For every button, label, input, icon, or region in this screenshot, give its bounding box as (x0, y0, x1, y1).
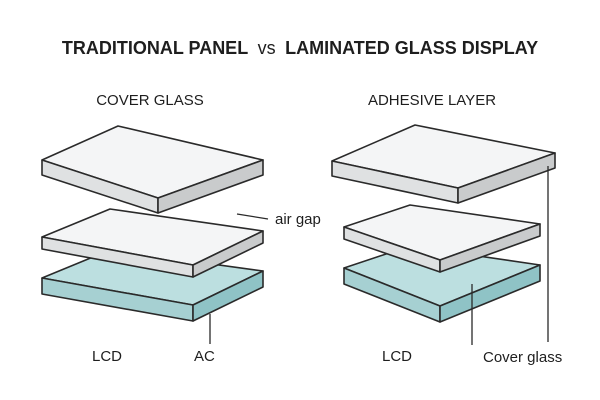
left-ac-label: AC (194, 348, 215, 365)
left-middle-glass (41, 208, 264, 278)
left-heading: COVER GLASS (96, 92, 204, 109)
left-air-gap-leader (236, 213, 269, 220)
right-cover-glass-label: Cover glass (483, 349, 562, 366)
right-middle-glass (343, 204, 541, 273)
right-middle-glass-top (343, 204, 541, 261)
left-stack: air gap LCD AC (41, 125, 321, 365)
right-lcd-layer (343, 245, 541, 323)
right-cover-glass-side (457, 152, 556, 204)
title-right: LAMINATED GLASS DISPLAY (285, 38, 538, 58)
left-cover-glass (41, 125, 264, 214)
right-stack: LCD Cover glass (331, 124, 562, 366)
diagram-title: TRADITIONAL PANEL vs LAMINATED GLASS DIS… (62, 38, 538, 58)
right-cover-glass (331, 124, 556, 204)
right-middle-glass-side (439, 223, 541, 273)
left-middle-glass-side (192, 230, 264, 278)
left-air-gap-label: air gap (275, 211, 321, 228)
title-left: TRADITIONAL PANEL (62, 38, 248, 58)
right-heading: ADHESIVE LAYER (368, 92, 496, 109)
right-lcd-side (439, 264, 541, 323)
left-cover-glass-side (157, 159, 264, 214)
left-lcd-label: LCD (92, 348, 122, 365)
title-vs: vs (258, 38, 276, 58)
right-lcd-label: LCD (382, 348, 412, 365)
left-lcd-side (192, 270, 264, 322)
